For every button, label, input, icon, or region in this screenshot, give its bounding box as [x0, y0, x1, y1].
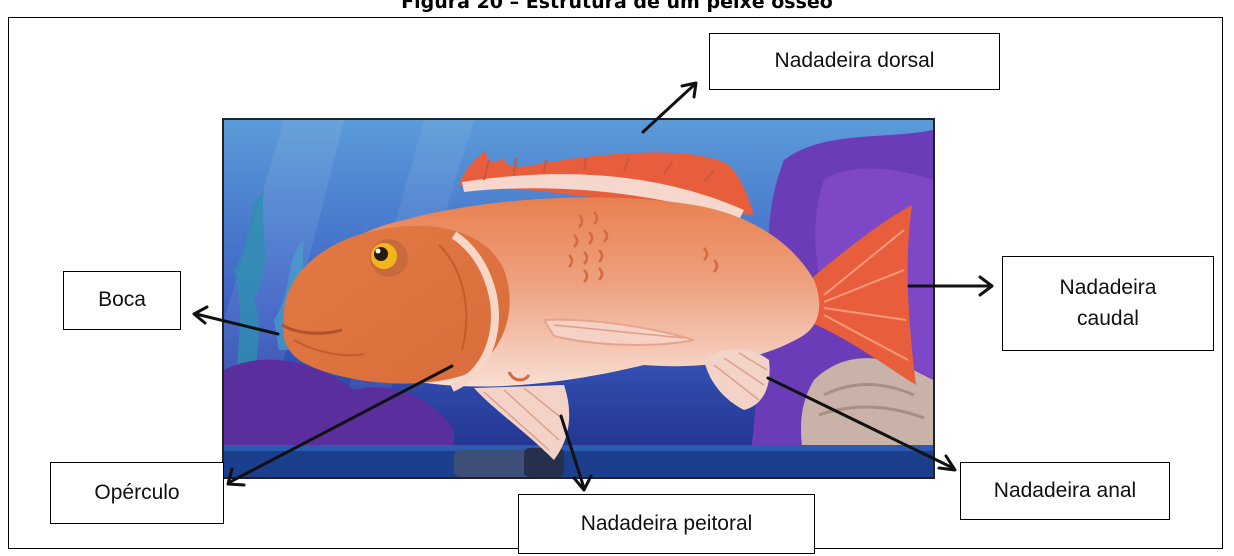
label-boca: Boca — [63, 271, 181, 330]
label-nadadeira-dorsal: Nadadeira dorsal — [709, 33, 1000, 90]
label-nadadeira-caudal-line2: caudal — [1077, 304, 1139, 334]
label-nadadeira-anal: Nadadeira anal — [960, 462, 1170, 520]
label-nadadeira-caudal: Nadadeira caudal — [1002, 256, 1214, 351]
label-operculo: Opérculo — [50, 462, 224, 524]
label-boca-text: Boca — [98, 285, 146, 315]
label-nadadeira-peitoral: Nadadeira peitoral — [518, 494, 815, 554]
label-nadadeira-peitoral-text: Nadadeira peitoral — [581, 509, 753, 539]
label-nadadeira-dorsal-text: Nadadeira dorsal — [775, 46, 935, 76]
label-nadadeira-caudal-line1: Nadadeira — [1060, 273, 1157, 303]
label-operculo-text: Opérculo — [94, 478, 179, 508]
label-nadadeira-anal-text: Nadadeira anal — [994, 476, 1136, 506]
